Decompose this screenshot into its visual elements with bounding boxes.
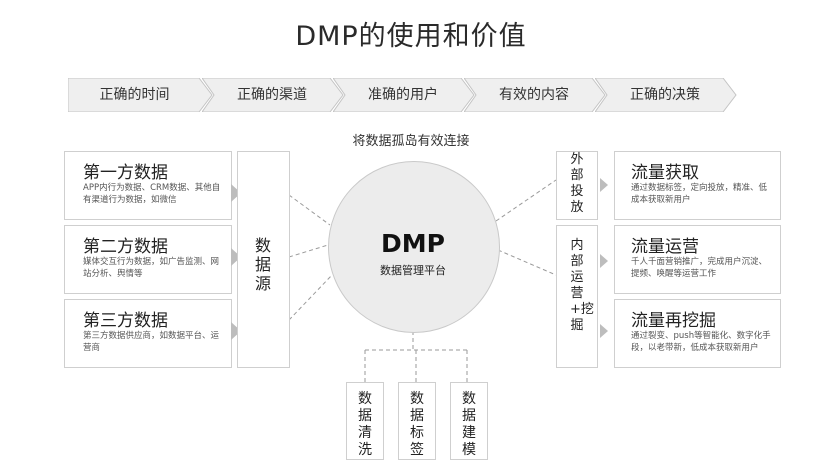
source-description: 第三方数据供应商，如数据平台、运营商 bbox=[83, 331, 220, 353]
data-source-box: 数据源 bbox=[237, 151, 290, 368]
process-box-modeling: 数据建模 bbox=[450, 382, 488, 460]
data-source-label: 数据源 bbox=[254, 236, 271, 293]
chevron-shape bbox=[595, 78, 737, 112]
stage-chevron: 有效的内容 bbox=[464, 78, 606, 112]
chevron-shape bbox=[68, 78, 213, 112]
output-box-traffic-acquisition: 流量获取 通过数据标签，定向投放，精准、低成本获取新用户 bbox=[614, 151, 781, 220]
arrow-right-icon bbox=[231, 248, 241, 266]
process-box-cleaning: 数据清洗 bbox=[346, 382, 384, 460]
output-box-traffic-operation: 流量运营 千人千面营销推广，完成用户沉淀、提频、唤醒等运营工作 bbox=[614, 225, 781, 294]
dashed-connector bbox=[495, 179, 557, 222]
output-heading: 流量再挖掘 bbox=[631, 311, 716, 331]
source-description: 媒体交互行为数据，如广告监测、网站分析、舆情等 bbox=[83, 257, 220, 279]
external-delivery-box: 外部投放 bbox=[556, 151, 598, 220]
process-label: 数据清洗 bbox=[358, 391, 372, 458]
chevron-shape bbox=[333, 78, 475, 112]
source-heading: 第一方数据 bbox=[83, 163, 168, 183]
internal-label: 内部运营+挖掘 bbox=[570, 238, 594, 333]
arrow-right-icon bbox=[600, 324, 608, 338]
dashed-connector bbox=[288, 244, 329, 258]
process-label: 数据建模 bbox=[462, 391, 476, 458]
source-box-second-party: 第二方数据 媒体交互行为数据，如广告监测、网站分析、舆情等 bbox=[64, 225, 232, 294]
output-heading: 流量获取 bbox=[631, 163, 699, 183]
internal-operation-box: 内部运营+挖掘 bbox=[556, 225, 598, 368]
stage-label: 正确的决策 bbox=[630, 87, 700, 103]
dmp-title: DMP bbox=[381, 229, 445, 258]
dashed-connector bbox=[497, 249, 557, 276]
connection-subtitle: 将数据孤岛有效连接 bbox=[352, 134, 470, 149]
dashed-connector bbox=[288, 274, 333, 321]
output-description: 通过数据标签，定向投放，精准、低成本获取新用户 bbox=[631, 183, 768, 205]
stage-label: 准确的用户 bbox=[368, 87, 438, 103]
stage-chevron: 正确的时间 bbox=[68, 78, 213, 112]
chevron-shape bbox=[202, 78, 344, 112]
dashed-connector bbox=[288, 194, 331, 226]
stage-label: 正确的时间 bbox=[99, 87, 170, 103]
output-box-traffic-remining: 流量再挖掘 通过裂变、push等智能化、数字化手段，以老带新，低成本获取新用户 bbox=[614, 299, 781, 368]
dmp-circle bbox=[328, 161, 500, 333]
source-heading: 第三方数据 bbox=[83, 311, 168, 331]
dmp-subtitle: 数据管理平台 bbox=[380, 264, 446, 277]
stage-label: 正确的渠道 bbox=[237, 87, 307, 103]
output-description: 千人千面营销推广，完成用户沉淀、提频、唤醒等运营工作 bbox=[631, 257, 768, 279]
arrow-right-icon bbox=[231, 184, 241, 202]
source-description: APP内行为数据、CRM数据、其他自有渠道行为数据，如微信 bbox=[83, 183, 221, 205]
page-title: DMP的使用和价值 bbox=[295, 21, 527, 52]
chevron-shape bbox=[464, 78, 606, 112]
process-box-tagging: 数据标签 bbox=[398, 382, 436, 460]
arrow-right-icon bbox=[600, 254, 608, 268]
arrow-right-icon bbox=[231, 322, 241, 340]
source-box-third-party: 第三方数据 第三方数据供应商，如数据平台、运营商 bbox=[64, 299, 232, 368]
output-heading: 流量运营 bbox=[631, 237, 699, 257]
source-box-first-party: 第一方数据 APP内行为数据、CRM数据、其他自有渠道行为数据，如微信 bbox=[64, 151, 232, 220]
output-description: 通过裂变、push等智能化、数字化手段，以老带新，低成本获取新用户 bbox=[631, 331, 771, 353]
stage-chevron: 正确的渠道 bbox=[202, 78, 344, 112]
arrow-right-icon bbox=[600, 178, 608, 192]
source-heading: 第二方数据 bbox=[83, 237, 168, 257]
stage-label: 有效的内容 bbox=[499, 87, 569, 103]
external-label: 外部投放 bbox=[570, 152, 584, 215]
process-label: 数据标签 bbox=[410, 391, 424, 458]
stage-chevron: 正确的决策 bbox=[595, 78, 737, 112]
stage-chevron: 准确的用户 bbox=[333, 78, 475, 112]
